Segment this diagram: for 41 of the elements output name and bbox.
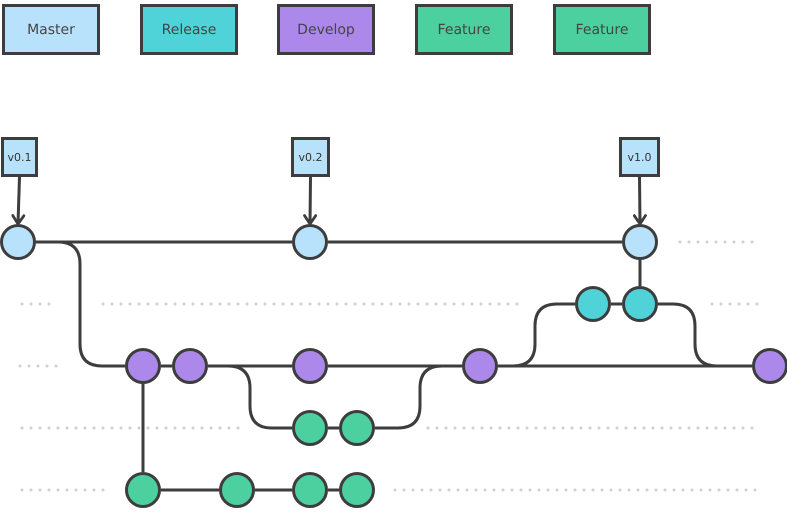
commit-circle xyxy=(622,224,658,260)
branch-line xyxy=(658,302,752,368)
branch-line xyxy=(328,426,339,430)
commit-circle xyxy=(575,286,611,322)
commit-circle xyxy=(622,286,658,322)
commit-circle xyxy=(0,224,36,260)
version-tag: v1.0 xyxy=(619,137,660,177)
legend-key: Feature xyxy=(553,4,651,55)
commit-circle xyxy=(462,348,498,384)
branch-line xyxy=(611,302,622,306)
commit-circle xyxy=(292,472,328,508)
branch-line xyxy=(638,260,642,286)
legend-key: Feature xyxy=(415,4,513,55)
branch-line xyxy=(255,488,292,492)
branch-line xyxy=(36,240,125,368)
arrow xyxy=(11,176,26,226)
commit-circle xyxy=(219,472,255,508)
branch-line xyxy=(375,364,462,430)
commit-circle xyxy=(752,348,787,384)
arrow xyxy=(632,176,647,226)
version-tag: v0.2 xyxy=(291,137,330,177)
branch-line xyxy=(161,364,172,368)
legend-key: Master xyxy=(2,4,100,55)
commit-circle xyxy=(292,348,328,384)
branch-line xyxy=(208,364,292,430)
commit-circle xyxy=(339,472,375,508)
commit-circle xyxy=(292,410,328,446)
legend-key: Develop xyxy=(277,4,375,55)
legend-key: Release xyxy=(140,4,238,55)
branch-line xyxy=(161,488,219,492)
commit-circle xyxy=(339,410,375,446)
commit-circle xyxy=(292,224,328,260)
branch-line xyxy=(328,488,339,492)
commit-circle xyxy=(172,348,208,384)
version-tag: v0.1 xyxy=(1,137,38,177)
branch-line xyxy=(498,302,575,368)
commit-circle xyxy=(125,472,161,508)
branch-line xyxy=(142,384,144,472)
commit-circle xyxy=(125,348,161,384)
branch-line xyxy=(328,240,622,244)
arrow xyxy=(303,176,318,226)
